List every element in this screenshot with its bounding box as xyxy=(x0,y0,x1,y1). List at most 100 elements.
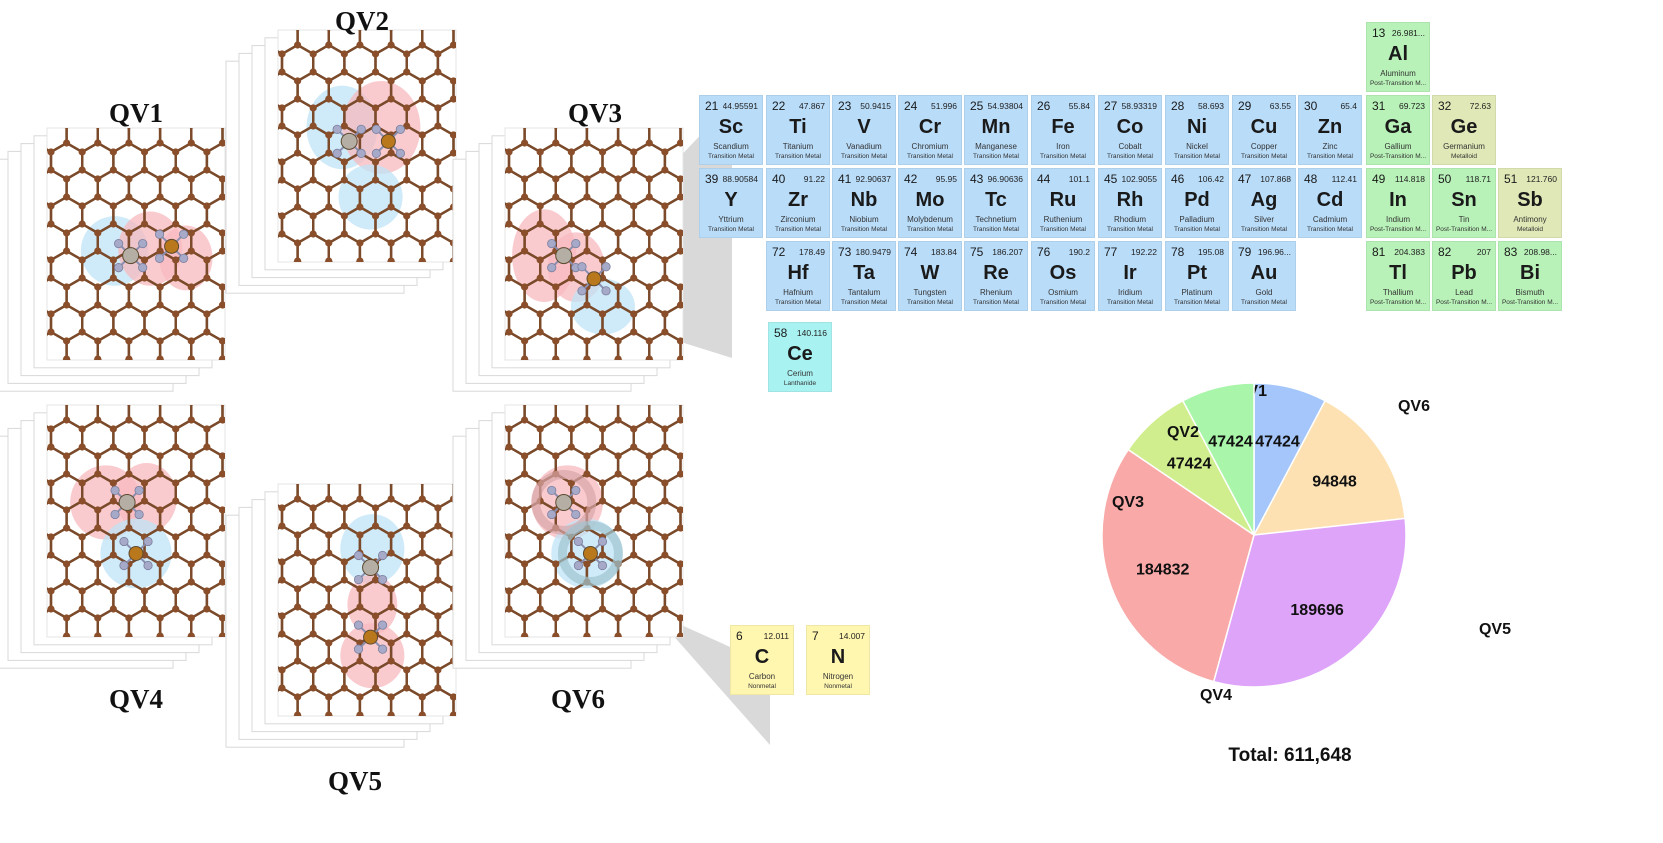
element-mass: 58.693 xyxy=(1198,101,1224,111)
element-name: Zirconium xyxy=(780,215,816,224)
element-name: Titanium xyxy=(782,142,814,151)
element-category: Transition Metal xyxy=(841,153,887,160)
element-symbol: Tl xyxy=(1389,262,1407,284)
element-category: Transition Metal xyxy=(1107,299,1153,306)
element-name: Zinc xyxy=(1322,142,1338,151)
nitrogen-atom xyxy=(377,644,388,654)
element-symbol: C xyxy=(754,646,770,668)
element-name: Iridium xyxy=(1117,288,1142,297)
element-number: 31 xyxy=(1372,99,1386,113)
metal-atom-gold xyxy=(128,545,144,561)
pie-slice-qv2 xyxy=(1181,382,1255,536)
element-mass: 72.63 xyxy=(1469,101,1491,111)
element-number: 25 xyxy=(970,99,984,113)
element-category: Transition Metal xyxy=(1174,153,1220,160)
nitrogen-atom xyxy=(601,286,611,296)
element-mass: 183.84 xyxy=(931,247,957,257)
element-number: 45 xyxy=(1104,172,1118,186)
element-mass: 96.90636 xyxy=(987,174,1023,184)
blue-region xyxy=(338,164,403,230)
element-category: Post-Transition M... xyxy=(1435,226,1493,233)
element-mass: 196.96... xyxy=(1257,247,1291,257)
element-category: Transition Metal xyxy=(775,299,821,306)
element-number: 47 xyxy=(1238,172,1252,186)
element-mass: 106.42 xyxy=(1198,174,1224,184)
element-name: Osmium xyxy=(1048,288,1078,297)
nitrogen-atom xyxy=(179,229,189,239)
element-category: Transition Metal xyxy=(973,226,1019,233)
element-category: Transition Metal xyxy=(907,299,953,306)
element-number: 50 xyxy=(1438,172,1452,186)
element-category: Transition Metal xyxy=(1040,153,1086,160)
nitrogen-atom xyxy=(143,560,153,571)
element-category: Transition Metal xyxy=(708,226,754,233)
element-symbol: Zn xyxy=(1317,116,1343,138)
element-mass: 95.95 xyxy=(935,174,957,184)
nitrogen-atom xyxy=(573,560,584,571)
pie-value-qv1: 47424 xyxy=(1255,434,1300,451)
element-name: Niobium xyxy=(849,215,879,224)
element-category: Transition Metal xyxy=(1174,299,1220,306)
element-name: Ruthenium xyxy=(1043,215,1083,224)
pie-value-qv2: 47424 xyxy=(1208,434,1253,451)
element-number: 49 xyxy=(1372,172,1386,186)
pink-region xyxy=(116,463,177,533)
element-name: Nickel xyxy=(1186,142,1208,151)
element-number: 79 xyxy=(1238,245,1252,259)
element-name: Technetium xyxy=(975,215,1017,224)
element-mass: 54.93804 xyxy=(987,101,1023,111)
nitrogen-atom xyxy=(353,620,364,630)
nitrogen-atom xyxy=(110,485,120,496)
element-mass: 190.2 xyxy=(1068,247,1090,257)
element-mass: 65.4 xyxy=(1340,101,1357,111)
element-name: Chromium xyxy=(911,142,949,151)
metal-atom-gold xyxy=(164,238,180,254)
nitrogen-atom xyxy=(353,550,364,561)
element-mass: 121.760 xyxy=(1526,174,1557,184)
element-symbol: Os xyxy=(1049,262,1077,284)
panel-qv6: QV6 xyxy=(452,404,684,714)
element-symbol: Pb xyxy=(1451,262,1477,284)
nitrogen-atom xyxy=(179,253,189,263)
element-category: Transition Metal xyxy=(1307,226,1353,233)
element-name: Yttrium xyxy=(718,215,744,224)
nitrogen-atom xyxy=(114,263,124,273)
panel-qv2: QV2 xyxy=(225,6,457,294)
element-symbol: N xyxy=(830,646,846,668)
element-category: Transition Metal xyxy=(775,153,821,160)
element-mass: 55.84 xyxy=(1068,101,1090,111)
element-symbol: Zr xyxy=(788,189,808,211)
element-name: Carbon xyxy=(748,672,776,681)
nitrogen-atom xyxy=(377,620,388,630)
element-symbol: Ti xyxy=(789,116,807,138)
element-mass: 69.723 xyxy=(1399,101,1425,111)
pie-slice-qv5 xyxy=(1212,517,1407,688)
pie-label-qv6: QV6 xyxy=(1398,398,1430,415)
element-mass: 12.011 xyxy=(763,631,789,641)
element-name: Cobalt xyxy=(1118,142,1142,151)
element-name: Tantalum xyxy=(847,288,881,297)
element-symbol: Sc xyxy=(718,116,744,138)
pie-total-label: Total: 611,648 xyxy=(1228,745,1352,766)
element-category: Transition Metal xyxy=(841,299,887,306)
element-symbol: Y xyxy=(724,189,738,211)
element-number: 76 xyxy=(1037,245,1051,259)
element-mass: 207 xyxy=(1476,247,1491,257)
element-mass: 180.9479 xyxy=(855,247,891,257)
element-category: Transition Metal xyxy=(708,153,754,160)
element-name: Palladium xyxy=(1179,215,1215,224)
metal-atom-gold xyxy=(586,271,602,287)
element-mass: 88.90584 xyxy=(722,174,758,184)
element-number: 26 xyxy=(1037,99,1051,113)
pie-chart: 47424QV194848QV6189696QV5184832QV447424Q… xyxy=(1101,382,1511,704)
